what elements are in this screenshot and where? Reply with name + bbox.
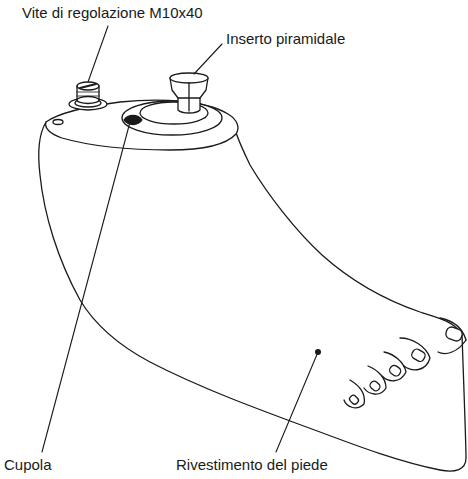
leader-lines (42, 26, 318, 452)
part-label: Rivestimento del piede (176, 456, 328, 474)
part-label: Cupola (4, 456, 52, 474)
part-label: Inserto piramidale (226, 30, 345, 48)
foot-shell (39, 122, 466, 471)
part-label: Vite di regolazione M10x40 (22, 4, 203, 22)
dome (122, 101, 222, 135)
adjustment-screw (69, 82, 107, 110)
dome-hole (124, 116, 142, 125)
leader-dot (315, 349, 321, 355)
toes (344, 318, 466, 408)
